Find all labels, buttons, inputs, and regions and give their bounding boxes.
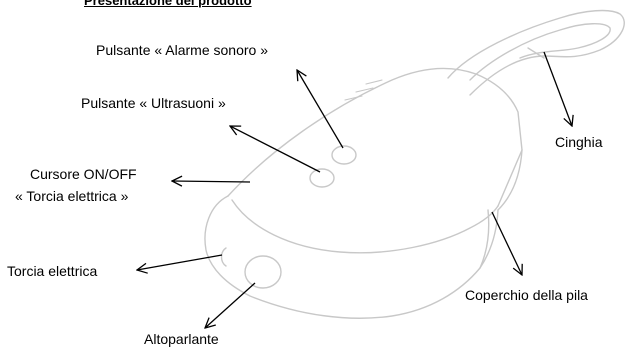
arrow-torch-slider	[172, 181, 251, 182]
alarm-button	[331, 145, 357, 165]
strap	[447, 9, 625, 96]
arrow-ultrasound	[230, 126, 321, 173]
label-strap: Cinghia	[555, 134, 603, 150]
callout-arrows	[137, 51, 572, 328]
device-outline	[204, 9, 625, 319]
torch-lens	[220, 247, 227, 267]
label-ultrasound-button: Pulsante « Ultrasuoni »	[81, 95, 226, 111]
label-battery-cover: Coperchio della pila	[465, 287, 588, 303]
arrow-torch	[137, 254, 223, 270]
arrow-battery-cover	[491, 211, 522, 275]
label-torch-slider-line1: Cursore ON/OFF	[30, 166, 137, 182]
arrow-alarm	[297, 70, 344, 149]
speaker-grille	[244, 255, 282, 289]
arrow-speaker	[205, 282, 256, 328]
label-torch-slider-line2: « Torcia elettrica »	[15, 188, 129, 204]
device-top	[227, 67, 523, 211]
label-torch: Torcia elettrica	[7, 263, 98, 279]
label-alarm-button: Pulsante « Alarme sonoro »	[96, 42, 268, 58]
label-speaker: Altoparlante	[144, 331, 219, 347]
ultrasound-button	[309, 168, 335, 188]
arrow-strap	[543, 51, 572, 126]
battery-cover-panel	[479, 149, 523, 269]
device-front	[204, 195, 499, 319]
diagram-title: Presentazione del prodotto	[84, 0, 252, 8]
